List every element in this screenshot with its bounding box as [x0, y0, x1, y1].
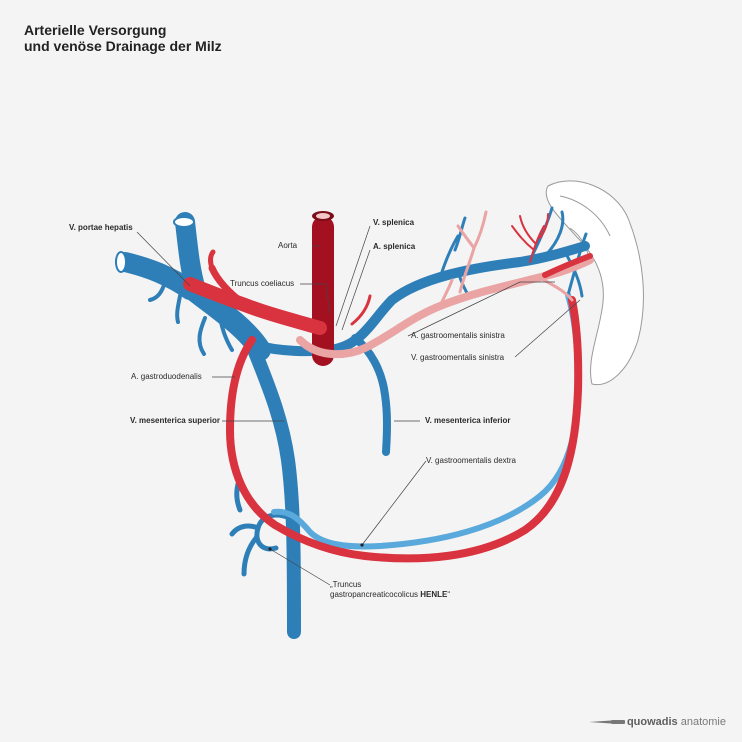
label-henle-suffix: “: [447, 590, 451, 599]
label-v-mesenterica-superior: V. mesenterica superior: [130, 416, 220, 425]
a-short-branch: [350, 294, 372, 326]
label-v-gastroomentalis-dextra: V. gastroomentalis dextra: [426, 456, 516, 465]
label-v-gastroomentalis-sinistra: V. gastroomentalis sinistra: [411, 353, 505, 362]
a-gastroomentalis-sinistra: [538, 276, 574, 302]
v-mesenterica-superior: [248, 345, 301, 639]
leader-lines: [136, 225, 581, 586]
truncus-coeliacus: [183, 249, 327, 335]
v-mesenterica-inferior: [351, 334, 391, 456]
label-truncus-henle: „Truncus gastropancreaticocolicus HENLE“: [330, 580, 450, 600]
brand-word-quowadis: quowadis: [626, 716, 678, 728]
label-truncus-coeliacus: Truncus coeliacus: [230, 279, 295, 288]
label-henle-prefix: gastropancreaticocolicus: [330, 590, 421, 599]
label-v-portae-hepatis: V. portae hepatis: [69, 223, 133, 232]
title-line-2: und venöse Drainage der Milz: [24, 38, 222, 54]
label-a-splenica: A. splenica: [373, 242, 416, 251]
label-henle-line2: gastropancreaticocolicus HENLE“: [330, 590, 450, 600]
brand-logo: quowadis anatomie: [588, 716, 726, 728]
label-v-splenica: V. splenica: [373, 218, 415, 227]
title-line-1: Arterielle Versorgung: [24, 22, 167, 38]
label-henle-line1: „Truncus: [330, 580, 362, 589]
label-henle-bold: HENLE: [420, 590, 448, 599]
splenic-arterioles: [511, 213, 549, 263]
a-gastroduodenalis: [225, 296, 583, 563]
brand-word-anatomie: anatomie: [680, 716, 726, 728]
scalpel-icon: [588, 720, 625, 725]
label-v-mesenterica-inferior: V. mesenterica inferior: [425, 416, 511, 425]
portae-cap-left: [115, 251, 127, 273]
a-splenica-distal: [542, 253, 593, 278]
portae-cap-top: [173, 216, 195, 228]
label-a-gastroduodenalis: A. gastroduodenalis: [131, 372, 202, 381]
portae-branches: [148, 280, 234, 356]
diagram-title: Arterielle Versorgung und venöse Drainag…: [24, 22, 222, 54]
leader-dots: [268, 543, 364, 551]
label-aorta: Aorta: [278, 241, 298, 250]
label-a-gastroomentalis-sinistra: A. gastroomentalis sinistra: [411, 331, 505, 340]
splenic-artery-branches: [438, 210, 488, 308]
aorta: [312, 211, 334, 366]
